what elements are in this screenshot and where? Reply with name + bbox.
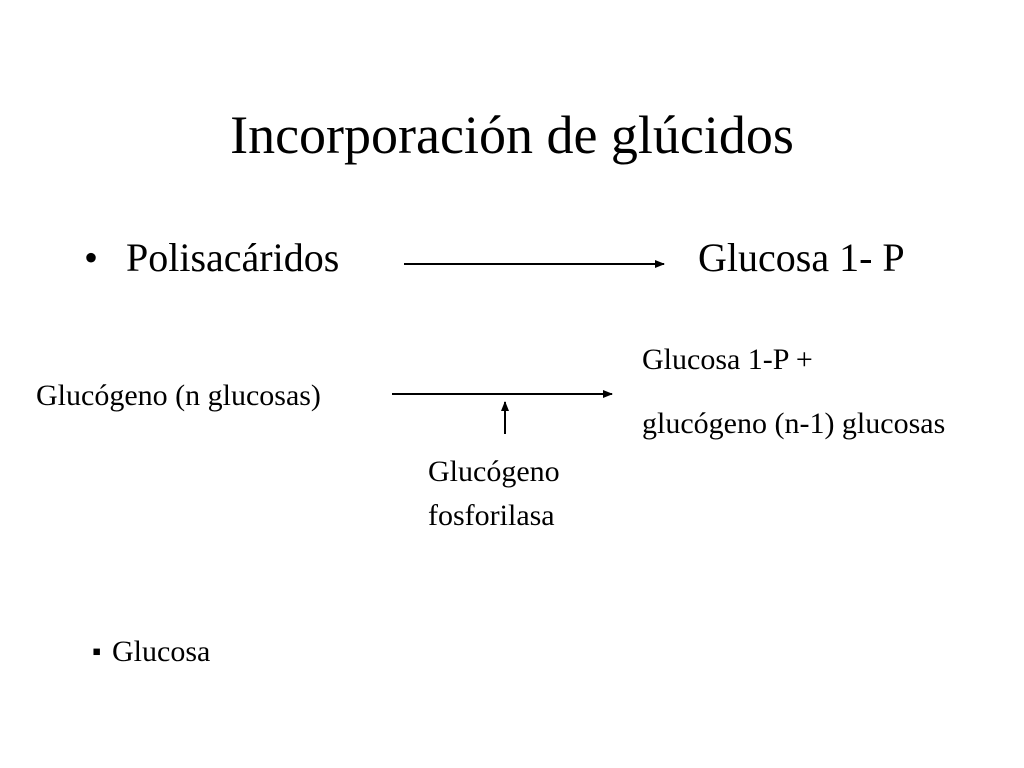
product-line-1: Glucosa 1-P +	[642, 343, 813, 376]
glucose-label: Glucosa	[112, 635, 211, 668]
square-bullet: ▪	[92, 637, 102, 666]
enzyme-name-line-2: fosforilasa	[428, 499, 555, 532]
bullet-dot: •	[84, 235, 99, 280]
enzyme-name-line-1: Glucógeno	[428, 455, 560, 488]
glucose-1p-label: Glucosa 1- P	[698, 235, 905, 280]
glycogen-substrate-label: Glucógeno (n glucosas)	[36, 379, 321, 412]
product-line-2: glucógeno (n-1) glucosas	[642, 407, 946, 440]
polysaccharides-label: Polisacáridos	[126, 235, 340, 280]
slide-title: Incorporación de glúcidos	[230, 105, 794, 165]
